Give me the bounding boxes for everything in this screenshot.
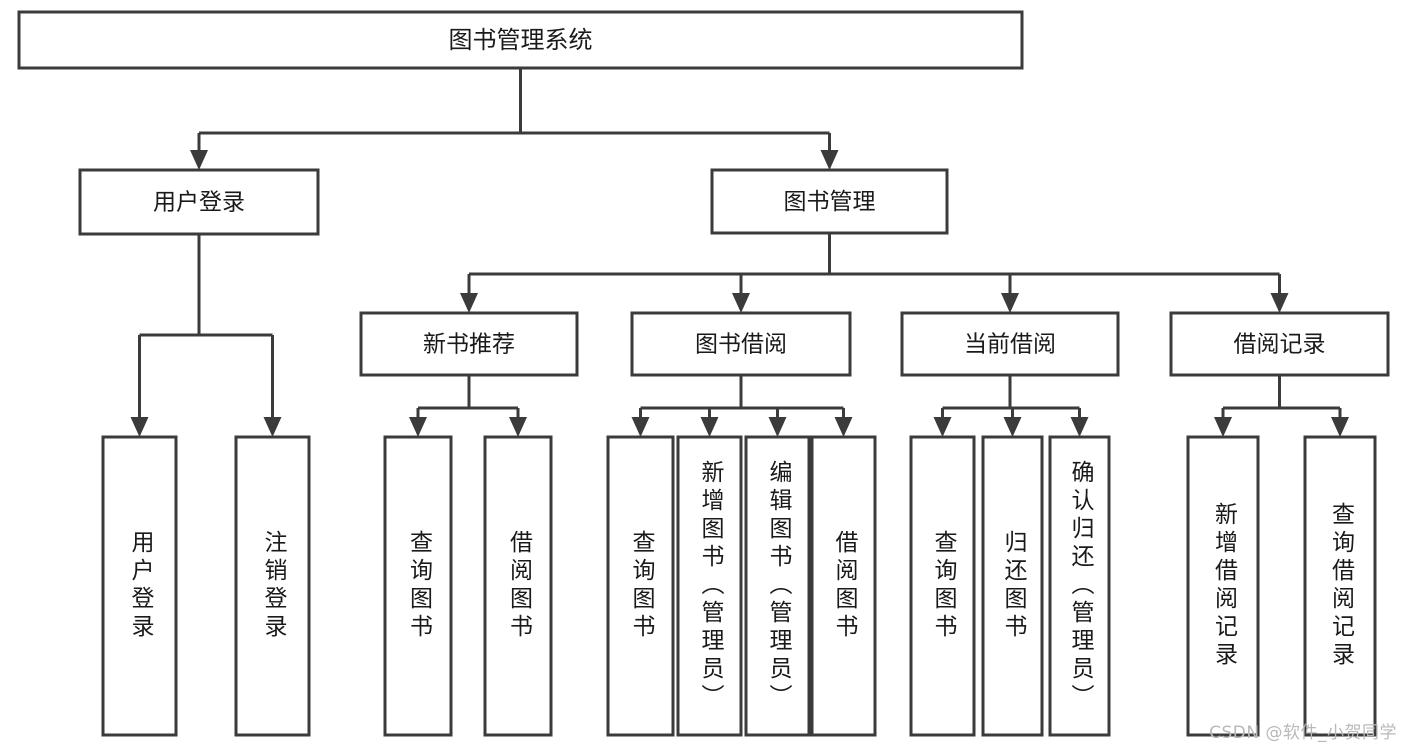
newbook-arrow-1 [509,417,527,437]
node-level2-0[interactable] [359,311,579,377]
node-level2-0-rect [359,311,579,377]
watermark-text: CSDN @软件_小贺同学 [1209,723,1397,743]
login-arrow-1 [263,417,282,437]
node-leaf-8-rect [909,435,976,737]
borrow-arrow-0 [631,417,650,437]
node-leaf-10[interactable] [1048,435,1111,737]
node-root-rect [17,10,1024,70]
node-level1-1[interactable] [710,168,949,235]
node-leaf-9-rect [981,435,1044,737]
borrow-arrow-2 [768,417,787,437]
node-level1-1-rect [710,168,949,235]
record-arrow-0 [1214,417,1232,437]
node-level2-label-3: 借阅记录 [1234,332,1326,358]
books-arrow-3 [1270,293,1289,313]
node-leaf-1[interactable] [234,435,311,737]
current-arrow-0 [933,417,952,437]
node-leaf-6-rect [744,435,811,737]
node-leaf-2[interactable] [383,435,453,737]
node-level1-label-0: 用户登录 [153,190,245,216]
node-leaf-5[interactable] [676,435,743,737]
current-arrow-2 [1070,417,1089,437]
node-root[interactable] [17,10,1024,70]
node-leaf-3[interactable] [483,435,553,737]
books-arrow-2 [1001,293,1019,313]
node-leaf-5-rect [676,435,743,737]
node-leaf-8[interactable] [909,435,976,737]
node-leaf-2-rect [383,435,453,737]
node-leaf-0-rect [101,435,178,737]
node-level2-2-rect [900,311,1120,377]
newbook-arrow-0 [409,417,427,437]
node-leaf-4-rect [606,435,675,737]
node-leaf-4[interactable] [606,435,675,737]
node-leaf-12[interactable] [1303,435,1377,737]
node-leaf-11[interactable] [1186,435,1260,737]
node-leaf-7[interactable] [810,435,877,737]
borrow-arrow-3 [834,417,853,437]
node-level1-label-1: 图书管理 [784,189,876,215]
node-level2-3-rect [1169,311,1390,377]
node-leaf-10-rect [1048,435,1111,737]
node-level1-0[interactable] [78,168,320,236]
borrow-arrow-1 [700,417,719,437]
books-arrow-1 [732,293,750,313]
node-leaf-3-rect [483,435,553,737]
root-arrow-1 [820,150,839,170]
node-level2-1[interactable] [630,311,852,377]
login-arrow-0 [130,417,149,437]
node-leaf-0[interactable] [101,435,178,737]
node-level2-label-1: 图书借阅 [695,332,787,358]
node-level2-3[interactable] [1169,311,1390,377]
node-level2-label-2: 当前借阅 [964,332,1056,358]
current-arrow-1 [1003,417,1022,437]
node-leaf-7-rect [810,435,877,737]
node-level2-1-rect [630,311,852,377]
node-level1-0-rect [78,168,320,236]
node-level2-2[interactable] [900,311,1120,377]
node-leaf-6[interactable] [744,435,811,737]
node-root-label: 图书管理系统 [449,26,593,54]
node-leaf-9[interactable] [981,435,1044,737]
connector-layer [130,68,1349,437]
node-leaf-11-rect [1186,435,1260,737]
root-arrow-0 [190,150,208,170]
node-level2-label-0: 新书推荐 [423,332,515,358]
node-leaf-12-rect [1303,435,1377,737]
node-leaf-1-rect [234,435,311,737]
record-arrow-1 [1331,417,1349,437]
books-arrow-0 [460,293,478,313]
